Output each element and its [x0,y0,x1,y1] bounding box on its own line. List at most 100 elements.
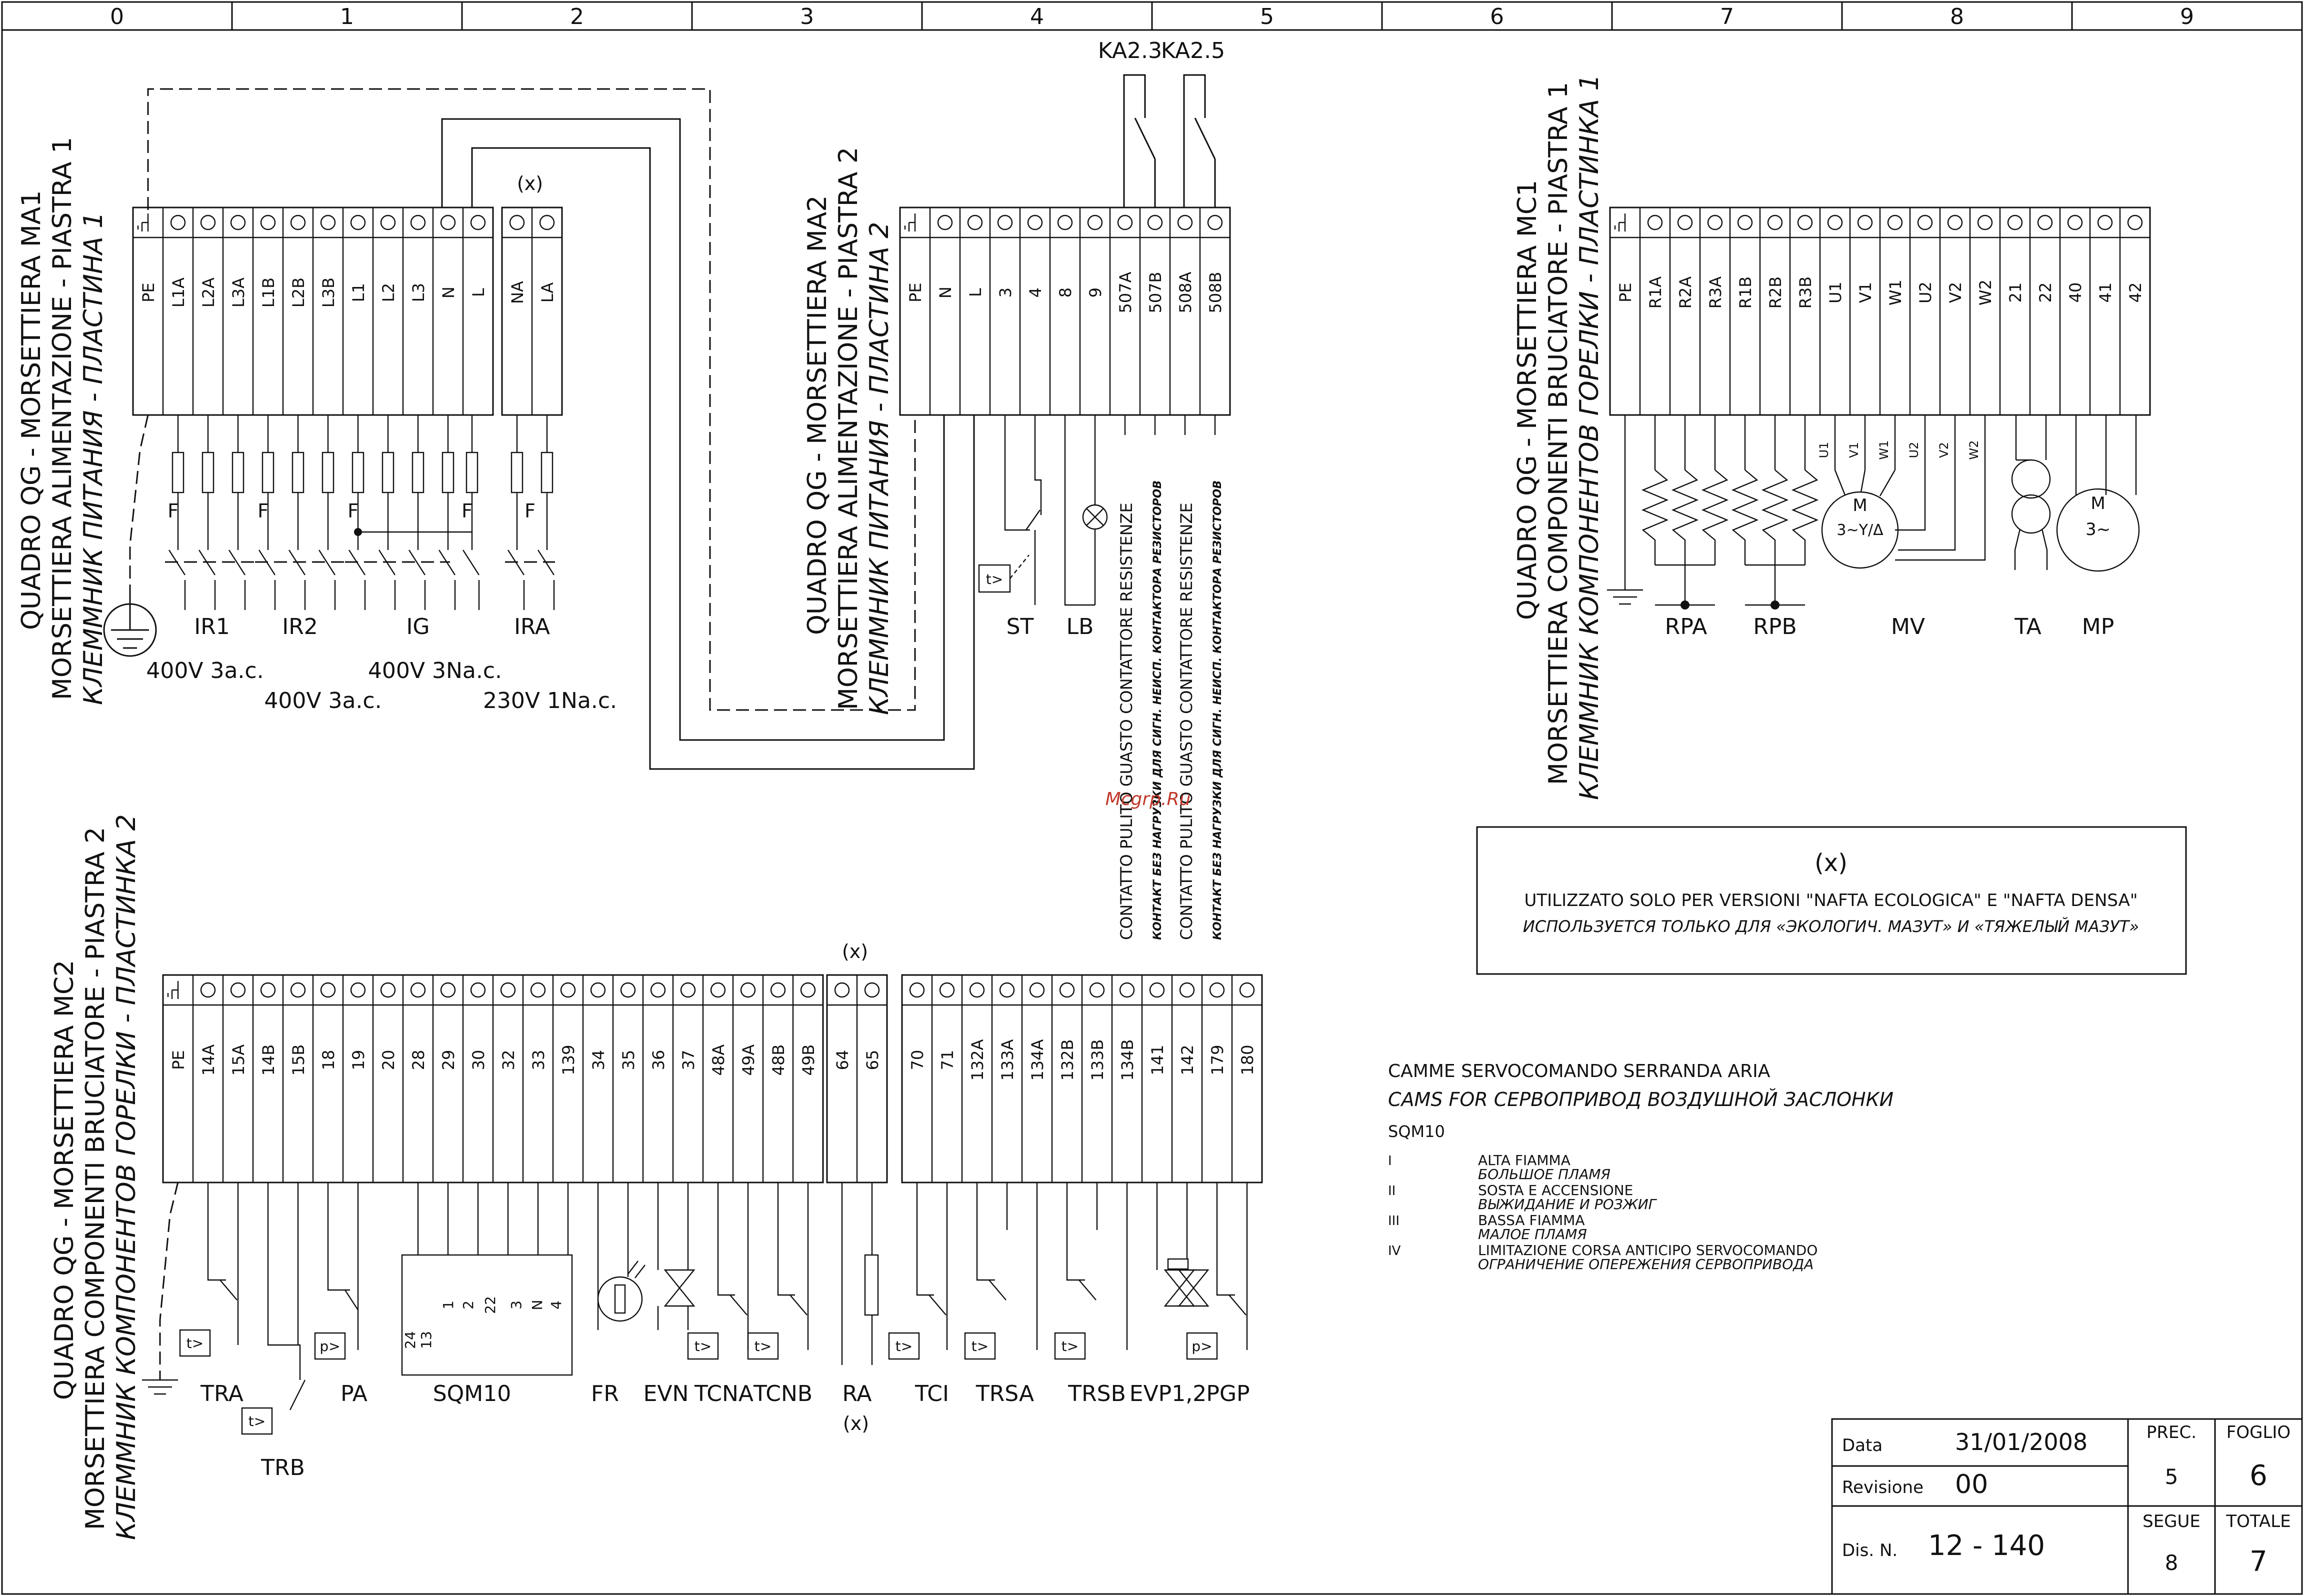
mc2c-terminal-132a: 132A [968,1039,987,1080]
mc1-terminal-v2: V2 [1946,282,1965,303]
device-rpb: RPB [1753,614,1796,640]
mc2c-screw-icon [1059,982,1075,998]
cam-it: SOSTA E ACCENSIONE [1478,1182,1633,1198]
mc2-marker-bottom: (x) [843,1412,869,1434]
tra-thermo-icon-label: t> [186,1335,204,1352]
mc2a-screw-icon [770,982,786,998]
grid-col-label-7: 7 [1720,4,1734,30]
mc2-title-line-3: КЛЕММНИК КОМПОНЕНТОВ ГОРЕЛКИ - ПЛАСТИНКА… [112,814,142,1540]
mc2a-screw-icon [230,982,246,998]
mc1-title-line-2: MORSETTIERA COMPONENTI BRUCIATORE - PIAS… [1544,82,1574,785]
mc1-screw-icon [2067,214,2083,230]
mc2a-terminal-33: 33 [529,1050,548,1070]
resistor-icon [1641,470,1669,565]
mc2-marker-top: (x) [842,940,868,962]
mc2a-screw-icon [290,982,306,998]
mc1-title-line-1: QUADRO QG - MORSETTIERA MC1 [1512,180,1542,620]
mc2a-terminal-48b: 48B [769,1044,788,1076]
mc2c-screw-icon [999,982,1015,998]
mc2a-screw-icon [800,982,816,998]
mc2a-terminal-37: 37 [679,1050,698,1070]
device-ir1: IR1 [194,614,230,640]
mc1-terminal-u1: U1 [1826,282,1845,304]
cam-num: IV [1388,1244,1401,1258]
mc2c-terminal-133a: 133A [998,1039,1017,1080]
note-508-ru: КОНТАКТ БЕЗ НАГРУЗКИ ДЛЯ СИГН. НЕИСП. КО… [1212,480,1224,940]
cam-num: I [1388,1154,1392,1168]
ma1-screw-icon [410,214,426,230]
ma2-terminal-3: 3 [996,288,1015,298]
tb-data-value: 31/01/2008 [1955,1428,2088,1456]
note-marker: (x) [1814,849,1848,877]
mp-type: 3~ [2086,520,2110,540]
tci-thermo-icon-label: t> [896,1338,912,1354]
sqm-pin-n: N [529,1300,546,1310]
pgp-pressure-icon [1186,1332,1218,1360]
mc1-terminal-40: 40 [2066,282,2085,303]
ma1-title-line-2: MORSETTIERA ALIMENTAZIONE - PIASTRA 1 [48,137,78,700]
tb-segue-label: SEGUE [2142,1512,2200,1532]
mc2a-screw-icon [440,982,456,998]
voltage-ira: 230V 1Na.c. [483,688,617,714]
ma2-screw-icon [1027,214,1043,230]
mc2c-screw-icon [1029,982,1045,998]
mc1-screw-icon [1647,214,1663,230]
mc2-title-line-2: MORSETTIERA COMPONENTI BRUCIATORE - PIAS… [80,827,110,1530]
mc2a-terminal-35: 35 [619,1050,638,1070]
mc2a-screw-icon [680,982,696,998]
trb-thermo-icon-label: t> [248,1413,266,1430]
ma2-screw-icon [1207,214,1223,230]
mc2a-terminal-pe: PE [169,1050,188,1070]
mc2a-terminal-30: 30 [469,1050,488,1070]
cam-it: LIMITAZIONE CORSA ANTICIPO SERVOCOMANDO [1478,1242,1818,1258]
mc2a-terminal-18: 18 [319,1050,338,1070]
device-fr: FR [591,1381,619,1406]
mc1-screw-icon [2097,214,2113,230]
mv-motor-icon: M 3~Y/Δ [1821,491,1899,569]
ma2-screw-icon [1087,214,1103,230]
mc2a-screw-icon [740,982,756,998]
mc2b-terminal-64: 64 [833,1050,852,1070]
cam-num: III [1388,1214,1400,1228]
mc1-screw-icon [1707,214,1723,230]
tb-totale-label: TOTALE [2226,1512,2290,1532]
mv-wire-label: U2 [1907,442,1921,458]
ma1-terminal-l: L [469,288,488,297]
note-507-it: CONTATTO PULITO GUASTO CONTATTORE RESIST… [1117,502,1136,940]
ma2-terminal-pe: PE [906,282,925,302]
grid-col-label-6: 6 [1490,4,1504,30]
sqm-pin-2: 2 [460,1300,476,1310]
mc2c-terminal-134b: 134B [1118,1039,1137,1080]
ma1-terminal-block: QUADRO QG - MORSETTIERA MA1 MORSETTIERA … [16,88,975,770]
tcna-thermo-icon-label: t> [694,1338,712,1354]
mc2a-screw-icon [560,982,576,998]
trsb-thermo-icon-label: t> [1062,1338,1078,1354]
fuse-icon [540,452,554,494]
device-ra: RA [842,1381,872,1406]
device-tra: TRA [200,1381,244,1406]
evn-valve-icon [664,1269,696,1307]
tb-totale-value: 7 [2250,1546,2268,1578]
mc2c-screw-icon [1179,982,1195,998]
ma1-earth-symbol [103,414,157,657]
grid-col-label-3: 3 [800,4,814,30]
fuse-icon [292,452,304,494]
mc2a-screw-icon [380,982,396,998]
device-ig: IG [406,614,430,640]
mp-m: M [2090,494,2105,514]
mc2a-terminal-28: 28 [409,1050,428,1070]
ma1-terminal-l1a: L1A [169,278,188,308]
evp-valve-icon [1164,1258,1210,1307]
mc2a-terminal-34: 34 [589,1050,608,1070]
sqm-pin-4: 4 [548,1300,564,1310]
mc1-screw-icon [2037,214,2053,230]
trb-thermo-icon [241,1407,273,1435]
device-st: ST [1006,614,1034,640]
mc2b-terminal-65: 65 [863,1050,882,1070]
ma2-screw-icon [967,214,983,230]
fuse-icon [322,452,334,494]
mc2a-terminal-49a: 49A [739,1044,758,1076]
mc2a-screw-icon [620,982,636,998]
